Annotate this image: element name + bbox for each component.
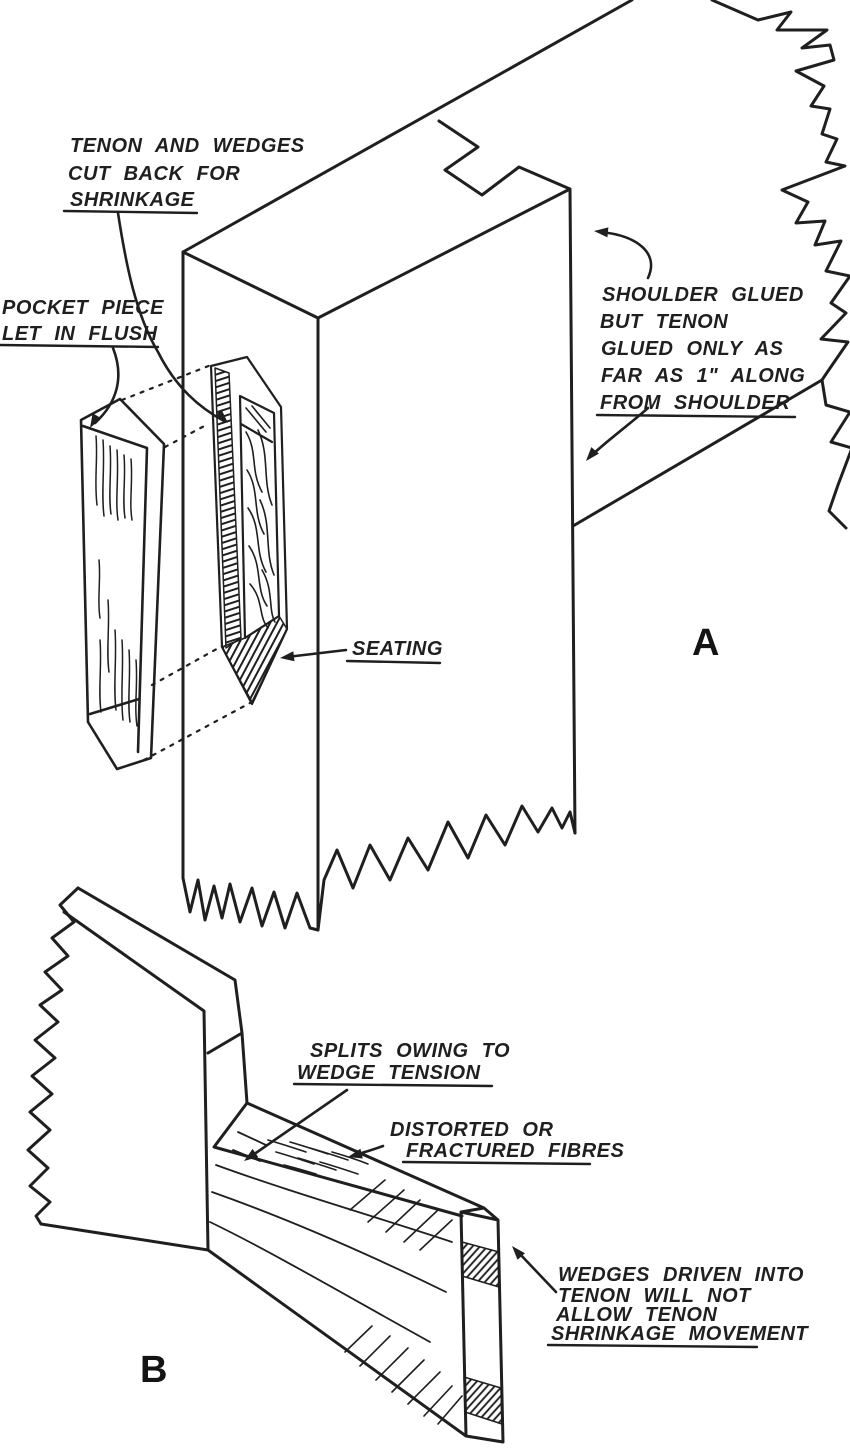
label-shoulder-glued-line3: GLUED ONLY AS (601, 338, 784, 360)
post-torn-bottom-edge (181, 804, 577, 932)
label-distorted-line2: FRACTURED FIBRES (406, 1140, 624, 1162)
mortise-recess (209, 355, 289, 706)
pocket-piece (79, 397, 166, 771)
label-shoulder-glued-line2: BUT TENON (600, 311, 728, 333)
label-shoulder-glued-line4: FAR AS 1" ALONG (601, 365, 805, 387)
mortise-seating-hatched (221, 615, 288, 703)
diagram-b-labels: SPLITS OWING TO WEDGE TENSION DISTORTED … (140, 1040, 809, 1391)
label-tenon-wedges-line3: SHRINKAGE (70, 189, 195, 211)
label-underlines (0, 209, 797, 1349)
label-seating: SEATING (352, 638, 443, 660)
rail-tenon-outline (39, 886, 505, 1444)
pocket-piece-wood-grain (95, 435, 138, 727)
label-shoulder-glued-line1: SHOULDER GLUED (602, 284, 804, 306)
designator-a: A (692, 622, 719, 664)
rail-torn-left-edge (26, 886, 80, 1226)
label-pocket-piece-line1: POCKET PIECE (2, 297, 164, 319)
tenon-wedges-hatched (461, 1241, 503, 1425)
label-pocket-piece-line2: LET IN FLUSH (2, 323, 158, 345)
label-splits-line1: SPLITS OWING TO (310, 1040, 510, 1062)
tenon-grain-marks (267, 1139, 463, 1425)
leader-lines-a (93, 211, 653, 659)
label-tenon-wedges-line1: TENON AND WEDGES (70, 135, 305, 157)
label-splits-line2: WEDGE TENSION (297, 1062, 481, 1084)
diagram-b: SPLITS OWING TO WEDGE TENSION DISTORTED … (26, 886, 809, 1444)
designator-b: B (140, 1349, 167, 1391)
label-wedges-driven-line1: WEDGES DRIVEN INTO (558, 1264, 804, 1286)
label-shoulder-glued-line5: FROM SHOULDER (600, 392, 790, 414)
post-outline (181, 0, 634, 932)
pocket-piece-outline (79, 397, 166, 771)
tenon-split-lines (209, 1131, 453, 1343)
label-wedges-driven-line4: SHRINKAGE MOVEMENT (551, 1323, 809, 1345)
label-wedges-driven-line3: ALLOW TENON (555, 1304, 717, 1326)
rail-torn-end (571, 0, 850, 530)
label-tenon-wedges-line2: CUT BACK FOR (68, 163, 240, 185)
leader-arrowheads-a (90, 227, 609, 662)
mortise-wood-grain (245, 405, 276, 629)
diagram-a: TENON AND WEDGES CUT BACK FOR SHRINKAGE … (2, 0, 850, 932)
mortise-side-wall-hatched (214, 367, 242, 649)
diagram-a-labels: TENON AND WEDGES CUT BACK FOR SHRINKAGE … (2, 135, 805, 664)
label-distorted-line1: DISTORTED OR (390, 1119, 553, 1141)
label-wedges-driven-line2: TENON WILL NOT (558, 1285, 752, 1307)
